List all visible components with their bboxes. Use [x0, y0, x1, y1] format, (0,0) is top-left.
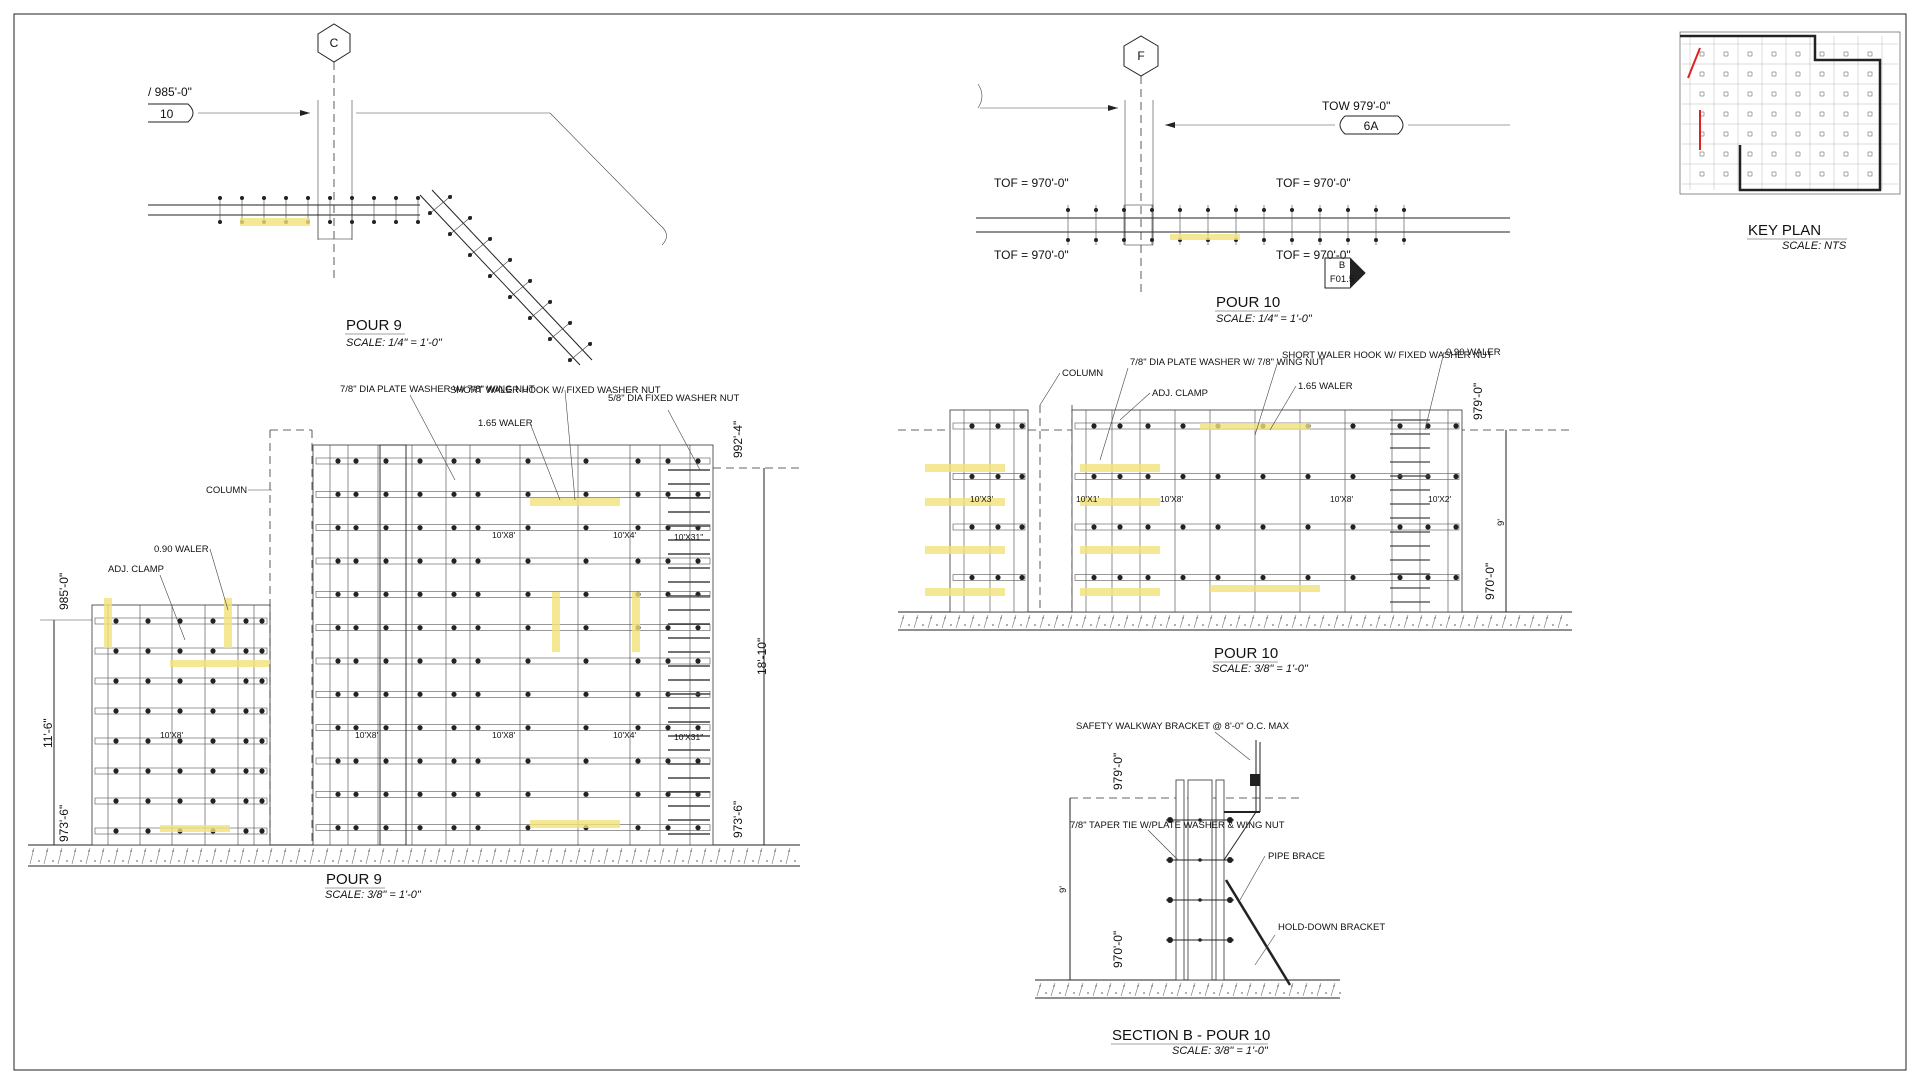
elevation-tag-6a-label: 6A	[1364, 119, 1379, 133]
p10-dim-top: 979'-0"	[1471, 383, 1485, 420]
callout-plate-washer: 7/8" DIA PLATE WASHER W/ 7/8" WING NUT	[340, 384, 535, 395]
plan-pour9-title: POUR 9	[346, 317, 402, 334]
p10-callout-short-waler-hook: SHORT WALER HOOK W/ FIXED WASHER NUT	[1282, 350, 1493, 361]
p10-dim-height: 9'	[1496, 519, 1507, 526]
dim-top-left: 985'-0"	[57, 573, 71, 610]
panel-label-p5: 10'X8'	[492, 730, 515, 740]
plan-pour10: F TOW 979'-0" 6A TOF = 970'-0" TOF = 970…	[976, 35, 1510, 325]
sb-dim-top: 979'-0"	[1111, 753, 1125, 790]
panel-label-p6: 10'X8'	[355, 730, 378, 740]
key-plan-scale: SCALE: NTS	[1782, 240, 1847, 252]
pour10-left-forms	[949, 409, 1029, 613]
p10-callout-waler-090: 0.90 WALER	[1446, 347, 1501, 358]
p10-callout-adj-clamp: ADJ. CLAMP	[1152, 388, 1208, 399]
panel-label-p8: 10'X31"	[674, 732, 703, 742]
section-b-scale: SCALE: 3/8" = 1'-0"	[1172, 1045, 1269, 1057]
callout-taper-tie: 7/8" TAPER TIE W/PLATE WASHER & WING NUT	[1070, 820, 1285, 831]
dim-bottom-left: 973'-6"	[57, 805, 71, 842]
section-marker-sheet: F01.5	[1330, 274, 1354, 285]
elevation-pour9: 10'X8' 10'X8' 10'X4' 10'X31" 10'X8' 10'X…	[28, 384, 800, 901]
panel-label-p3: 10'X4'	[613, 530, 636, 540]
p10-panel-p4: 10'X8'	[1330, 494, 1353, 504]
panel-label-p1: 10'X8'	[160, 730, 183, 740]
plan-pour10-title: POUR 10	[1216, 294, 1280, 311]
plan-pour10-scale: SCALE: 1/4" = 1'-0"	[1216, 313, 1313, 325]
grid-bubble-c	[317, 23, 351, 63]
elev-pour10-scale: SCALE: 3/8" = 1'-0"	[1212, 663, 1309, 675]
dim-bottom-right: 973'-6"	[731, 801, 745, 838]
elev-pour10-title: POUR 10	[1214, 645, 1278, 662]
callout-waler-090: 0.90 WALER	[154, 544, 209, 555]
panel-label-p4: 10'X31"	[674, 532, 703, 542]
tall-wall-forms	[312, 444, 714, 846]
key-plan-title: KEY PLAN	[1748, 222, 1821, 239]
key-plan: KEY PLAN SCALE: NTS	[1679, 31, 1901, 252]
section-wall	[1187, 779, 1213, 981]
callout-short-waler-hook: SHORT WALER HOOK W/ FIXED WASHER NUT	[450, 385, 661, 396]
dim-height-left: 11'-6"	[41, 718, 55, 748]
p10-callout-column: COLUMN	[1062, 368, 1103, 379]
sb-dim-height: 9'	[1058, 886, 1069, 893]
p10-callout-plate-washer: 7/8" DIA PLATE WASHER W/ 7/8" WING NUT	[1130, 357, 1325, 368]
pour10-main-forms	[1071, 409, 1463, 613]
key-plan-frame	[1679, 31, 1901, 195]
callout-adj-clamp: ADJ. CLAMP	[108, 564, 164, 575]
section-marker-letter: B	[1339, 260, 1345, 271]
p10-panel-p2: 10'X1'	[1076, 494, 1099, 504]
tow-label: / 985'-0"	[148, 85, 192, 99]
tof-label-3: TOF = 970'-0"	[994, 248, 1069, 262]
elevation-pour10: 10'X3' 10'X1' 10'X8' 10'X8' 10'X2' COLUM…	[898, 347, 1572, 675]
p10-panel-p3: 10'X8'	[1160, 494, 1183, 504]
grid-bubble-f	[1123, 35, 1159, 77]
elev-pour9-title: POUR 9	[326, 871, 382, 888]
callout-pipe-brace: PIPE BRACE	[1268, 851, 1325, 862]
grid-label-f: F	[1137, 49, 1144, 63]
callout-walkway: SAFETY WALKWAY BRACKET @ 8'-0" O.C. MAX	[1076, 721, 1290, 732]
p10-callout-waler-165: 1.65 WALER	[1298, 381, 1353, 392]
panel-label-p2: 10'X8'	[492, 530, 515, 540]
callout-fixed-washer-nut: 5/8" DIA FIXED WASHER NUT	[608, 393, 739, 404]
elevation-tag-6a	[1339, 115, 1404, 135]
callout-hold-down: HOLD-DOWN BRACKET	[1278, 922, 1385, 933]
panel-label-p7: 10'X4'	[613, 730, 636, 740]
elev-pour9-scale: SCALE: 3/8" = 1'-0"	[325, 889, 422, 901]
callout-waler-165: 1.65 WALER	[478, 418, 533, 429]
dim-height-right: 18'-10"	[755, 638, 769, 675]
p10-dim-bottom: 970'-0"	[1483, 563, 1497, 600]
plan-pour9: C / 985'-0" 10 POUR 9 SCALE: 1/4" = 1'-0…	[148, 23, 667, 366]
sb-dim-bottom: 970'-0"	[1111, 931, 1125, 968]
sheet-border	[13, 13, 1907, 1071]
elevation-tag	[148, 103, 194, 123]
dim-top-right: 992'-4"	[731, 421, 745, 458]
grid-label-c: C	[330, 36, 339, 50]
callout-column: COLUMN	[206, 485, 247, 496]
section-b-pour10: SAFETY WALKWAY BRACKET @ 8'-0" O.C. MAX …	[1035, 721, 1385, 1057]
short-wall-forms	[91, 604, 271, 846]
tof-label-1: TOF = 970'-0"	[994, 176, 1069, 190]
plan-pour9-scale: SCALE: 1/4" = 1'-0"	[346, 337, 443, 349]
p10-panel-p1: 10'X3'	[970, 494, 993, 504]
elevation-tag-label: 10	[160, 107, 174, 121]
p10-panel-p5: 10'X2'	[1428, 494, 1451, 504]
section-b-title: SECTION B - POUR 10	[1112, 1027, 1270, 1044]
tof-label-2: TOF = 970'-0"	[1276, 176, 1351, 190]
tow-label-10: TOW 979'-0"	[1322, 99, 1390, 113]
